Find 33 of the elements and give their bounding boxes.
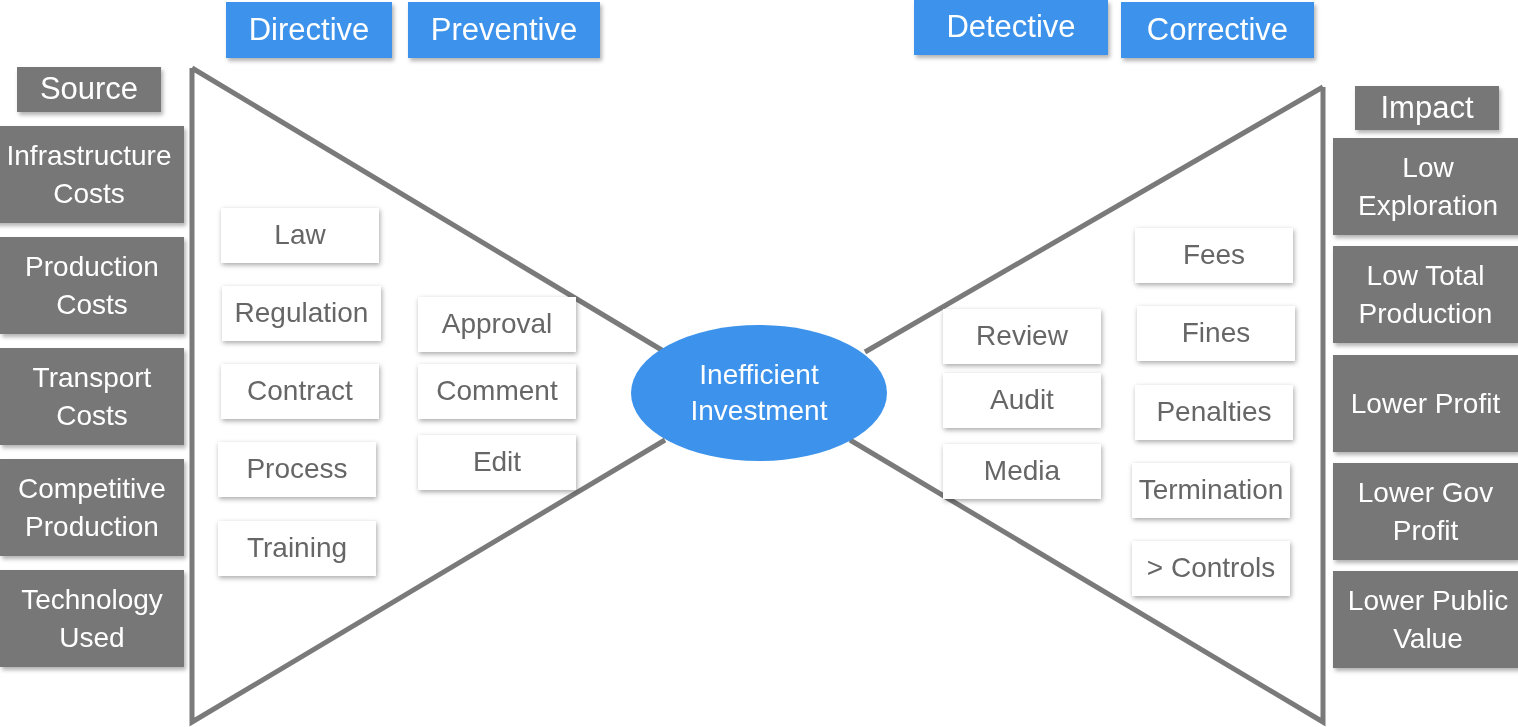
event-ellipse: Inefficient Investment	[631, 325, 887, 461]
control-box: Termination	[1132, 463, 1290, 518]
control-type-label: Detective	[914, 0, 1108, 55]
control-box: Audit	[943, 373, 1101, 428]
control-box: Contract	[221, 364, 379, 419]
source-box: Transport Costs	[0, 348, 184, 445]
control-box: Fees	[1135, 228, 1293, 283]
control-box: Approval	[418, 297, 576, 352]
impact-box: Lower Profit	[1333, 355, 1518, 452]
impact-box: Lower Gov Profit	[1333, 463, 1518, 560]
impact-box: Low Exploration	[1333, 138, 1518, 235]
impact-box: Low Total Production	[1333, 246, 1518, 343]
control-box: > Controls	[1132, 541, 1290, 596]
control-type-label: Directive	[226, 2, 392, 58]
control-type-label: Preventive	[408, 2, 600, 58]
control-box: Edit	[418, 435, 576, 490]
control-box: Regulation	[222, 286, 381, 341]
impact-box: Lower Public Value	[1333, 571, 1518, 668]
control-box: Training	[218, 521, 376, 576]
source-box: Infrastructure Costs	[0, 126, 184, 223]
control-box: Fines	[1137, 306, 1295, 361]
source-box: Production Costs	[0, 237, 184, 334]
source-box: Competitive Production	[0, 459, 184, 556]
source-box: Technology Used	[0, 570, 184, 667]
control-box: Media	[943, 444, 1101, 499]
control-type-label: Corrective	[1121, 2, 1314, 58]
control-box: Process	[218, 442, 376, 497]
control-box: Penalties	[1135, 385, 1293, 440]
control-box: Review	[943, 309, 1101, 364]
section-header: Source	[17, 67, 161, 112]
control-box: Law	[221, 208, 379, 263]
section-header: Impact	[1355, 86, 1499, 130]
control-box: Comment	[418, 364, 576, 419]
